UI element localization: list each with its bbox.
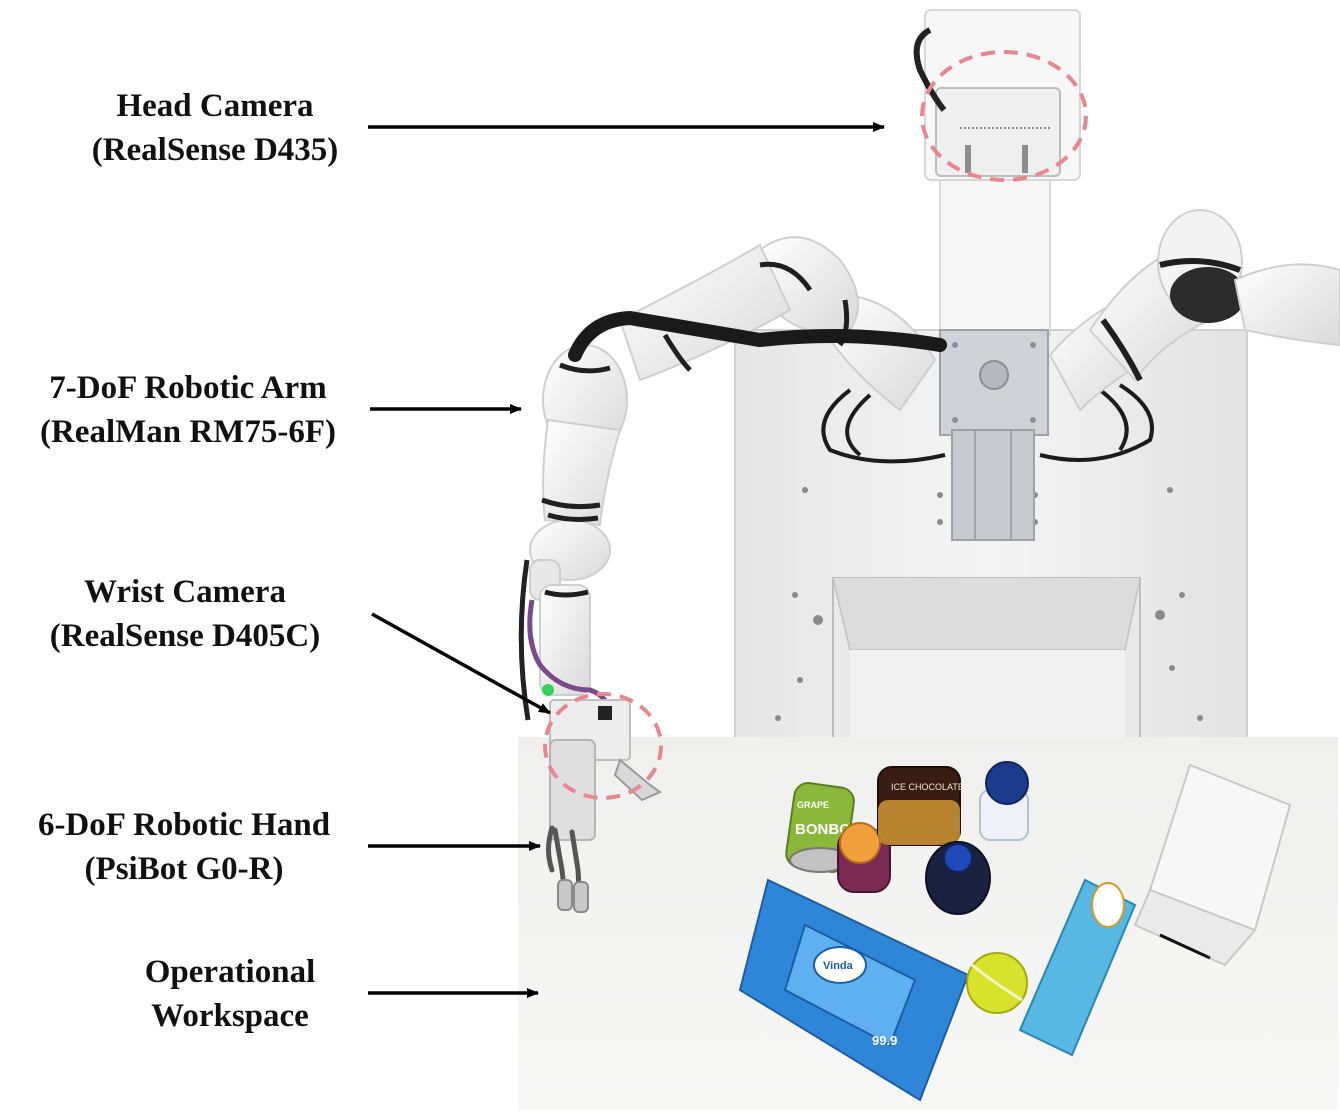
workspace-title: Operational bbox=[144, 954, 316, 990]
white-holder bbox=[1133, 763, 1292, 967]
wrist-camera-label: Wrist Camera (RealSense D405C) bbox=[30, 570, 340, 658]
wet-wipes-pack: Vinda 99.9 bbox=[738, 878, 970, 1102]
chocolate-text: ICE CHOCOLATE bbox=[891, 782, 964, 792]
right-robotic-arm bbox=[1048, 209, 1340, 412]
wrist-camera-arrow bbox=[371, 612, 551, 715]
base-cables bbox=[821, 383, 1154, 464]
robotic-hand-label: 6-DoF Robotic Hand (PsiBot G0-R) bbox=[14, 803, 354, 891]
head-camera-title: Head Camera bbox=[116, 88, 314, 124]
head-camera-model: (RealSense D435) bbox=[91, 132, 339, 168]
robotic-arm-title: 7-DoF Robotic Arm bbox=[49, 370, 327, 406]
wrist-camera-title: Wrist Camera bbox=[84, 574, 286, 610]
cyan-box bbox=[1018, 878, 1137, 1057]
wrist-camera-model: (RealSense D405C) bbox=[49, 618, 321, 654]
wipes-brand-text: Vinda bbox=[823, 960, 854, 972]
chocolate-jar: ICE CHOCOLATE bbox=[877, 766, 964, 846]
blue-cap-bottle bbox=[979, 761, 1029, 841]
head-camera-highlight bbox=[920, 50, 1088, 182]
status-light-icon bbox=[542, 684, 554, 696]
robotic-arm-model: (RealMan RM75-6F) bbox=[39, 414, 336, 450]
workspace-label: Operational Workspace bbox=[80, 950, 380, 1038]
left-robotic-arm bbox=[518, 236, 947, 721]
wrist-camera-highlight bbox=[543, 692, 663, 800]
head-camera-label: Head Camera (RealSense D435) bbox=[60, 84, 370, 172]
robotic-hand-model: (PsiBot G0-R) bbox=[84, 851, 284, 887]
workspace-objects: GRAPE BONBON ICE CHOCOLATE Vin bbox=[738, 761, 1292, 1102]
can-top-text: GRAPE bbox=[797, 800, 829, 810]
robotic-hand-title: 6-DoF Robotic Hand bbox=[37, 807, 331, 843]
dark-bottle bbox=[925, 841, 991, 915]
head-camera-icon bbox=[935, 87, 1061, 177]
robot-column bbox=[913, 9, 1081, 541]
robotic-arm-label: 7-DoF Robotic Arm (RealMan RM75-6F) bbox=[18, 366, 358, 454]
wipes-number-text: 99.9 bbox=[872, 1033, 897, 1048]
small-bottle bbox=[837, 822, 891, 893]
workspace-subtitle: Workspace bbox=[151, 998, 309, 1034]
